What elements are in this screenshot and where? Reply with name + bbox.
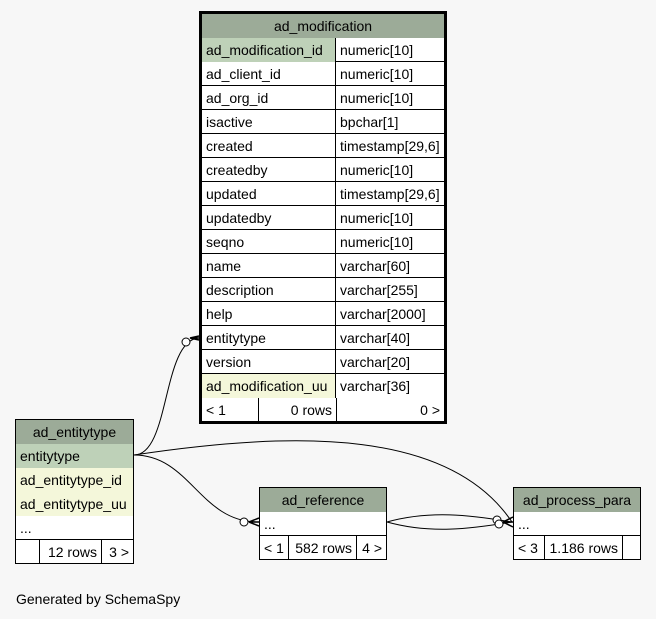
table-row: updated timestamp[29,6] <box>202 182 444 206</box>
column-type: timestamp[29,6] <box>335 182 444 206</box>
column-type: numeric[10] <box>335 230 444 254</box>
parents-count[interactable]: < 1 <box>264 540 284 556</box>
parents-count[interactable]: < 3 <box>518 540 538 556</box>
table-footer: < 3 1.186 rows <box>514 536 640 560</box>
generated-by-label: Generated by SchemaSpy <box>16 591 181 607</box>
column-name: ... <box>20 520 32 536</box>
table-title[interactable]: ad_reference <box>260 488 386 512</box>
table-footer: < 1 582 rows 4 > <box>260 536 386 560</box>
column-name[interactable]: description <box>206 282 274 298</box>
table-row: description varchar[255] <box>202 278 444 302</box>
edge-crowfoot-reference <box>248 517 260 527</box>
edge-entitytype-reference <box>133 454 259 523</box>
table-row: updatedby numeric[10] <box>202 206 444 230</box>
rows-count: 1.186 rows <box>544 536 622 560</box>
column-type: varchar[40] <box>335 326 444 350</box>
table-row: entitytype varchar[40] <box>202 326 444 350</box>
table-row: seqno numeric[10] <box>202 230 444 254</box>
column-name[interactable]: ad_modification_id <box>202 38 335 62</box>
column-name[interactable]: ad_client_id <box>206 66 281 82</box>
column-type: numeric[10] <box>335 158 444 182</box>
table-row: created timestamp[29,6] <box>202 134 444 158</box>
column-type: varchar[60] <box>335 254 444 278</box>
table-footer: < 1 0 rows 0 > <box>202 398 444 422</box>
column-name[interactable]: help <box>206 306 233 322</box>
column-name[interactable]: version <box>206 354 252 370</box>
table-row: name varchar[60] <box>202 254 444 278</box>
column-name[interactable]: updatedby <box>206 210 272 226</box>
column-name: ... <box>264 516 276 532</box>
table-header: ad_modification <box>202 14 444 38</box>
edge-endpoint-modification <box>181 337 191 347</box>
table-header: ad_process_para <box>514 488 640 512</box>
table-row: ad_org_id numeric[10] <box>202 86 444 110</box>
column-name[interactable]: name <box>206 258 242 274</box>
column-type: numeric[10] <box>335 62 444 86</box>
edge-entitytype-modification <box>133 337 199 456</box>
table-row: help varchar[2000] <box>202 302 444 326</box>
column-name[interactable]: isactive <box>206 114 253 130</box>
column-type: numeric[10] <box>335 206 444 230</box>
column-name[interactable]: ad_entitytype_id <box>16 468 133 492</box>
table-row: ad_entitytype_id <box>16 468 133 492</box>
table-row: version varchar[20] <box>202 350 444 374</box>
column-name[interactable]: updated <box>206 186 257 202</box>
parents-count[interactable]: < 1 <box>206 402 226 418</box>
column-type: numeric[10] <box>335 38 444 62</box>
column-name[interactable]: entitytype <box>206 330 266 346</box>
column-type: varchar[2000] <box>335 302 444 326</box>
table-title[interactable]: ad_process_para <box>514 488 640 512</box>
edge-crowfoot-processpara <box>502 516 514 528</box>
column-type: varchar[20] <box>335 350 444 374</box>
table-row: ad_client_id numeric[10] <box>202 62 444 86</box>
edge-endpoint-processpara-b <box>494 519 504 529</box>
column-name[interactable]: ad_modification_uu <box>202 374 335 398</box>
column-name[interactable]: ad_org_id <box>206 90 269 106</box>
table-row: entitytype <box>16 444 133 468</box>
table-row: ad_entitytype_uu <box>16 492 133 516</box>
table-row: ... <box>514 512 640 536</box>
edge-endpoint-reference <box>239 517 249 527</box>
table-footer: 12 rows 3 > <box>16 540 133 564</box>
edge-entitytype-processpara <box>133 440 513 523</box>
edge-crowfoot-modification <box>189 335 200 341</box>
table-header: ad_entitytype <box>16 420 133 444</box>
column-name[interactable]: createdby <box>206 162 268 178</box>
children-count[interactable]: 3 > <box>101 540 133 564</box>
edge-reference-processpara-2 <box>386 521 513 530</box>
table-ad-process-para[interactable]: ad_process_para ... < 3 1.186 rows <box>513 487 641 560</box>
table-title[interactable]: ad_modification <box>202 14 444 38</box>
column-type: numeric[10] <box>335 86 444 110</box>
parents-count <box>16 540 39 564</box>
column-type: timestamp[29,6] <box>335 134 444 158</box>
column-name: ... <box>518 516 530 532</box>
column-name[interactable]: entitytype <box>16 444 133 468</box>
rows-count: 12 rows <box>39 540 101 564</box>
column-type: varchar[255] <box>335 278 444 302</box>
table-header: ad_reference <box>260 488 386 512</box>
column-type: varchar[36] <box>335 374 444 398</box>
table-row: createdby numeric[10] <box>202 158 444 182</box>
children-count[interactable]: 4 > <box>356 536 386 560</box>
children-count[interactable]: 0 > <box>336 398 444 422</box>
rows-count: 0 rows <box>258 398 336 422</box>
column-type: bpchar[1] <box>335 110 444 134</box>
column-name[interactable]: ad_entitytype_uu <box>16 492 133 516</box>
table-ad-reference[interactable]: ad_reference ... < 1 582 rows 4 > <box>259 487 387 560</box>
children-count <box>622 536 640 560</box>
table-row: isactive bpchar[1] <box>202 110 444 134</box>
column-name[interactable]: seqno <box>206 234 245 250</box>
rows-count: 582 rows <box>288 536 356 560</box>
table-ad-entitytype[interactable]: ad_entitytype entitytype ad_entitytype_i… <box>15 419 134 564</box>
table-row: ... <box>260 512 386 536</box>
table-row: ... <box>16 516 133 540</box>
table-title[interactable]: ad_entitytype <box>16 420 133 444</box>
column-name[interactable]: created <box>206 138 253 154</box>
